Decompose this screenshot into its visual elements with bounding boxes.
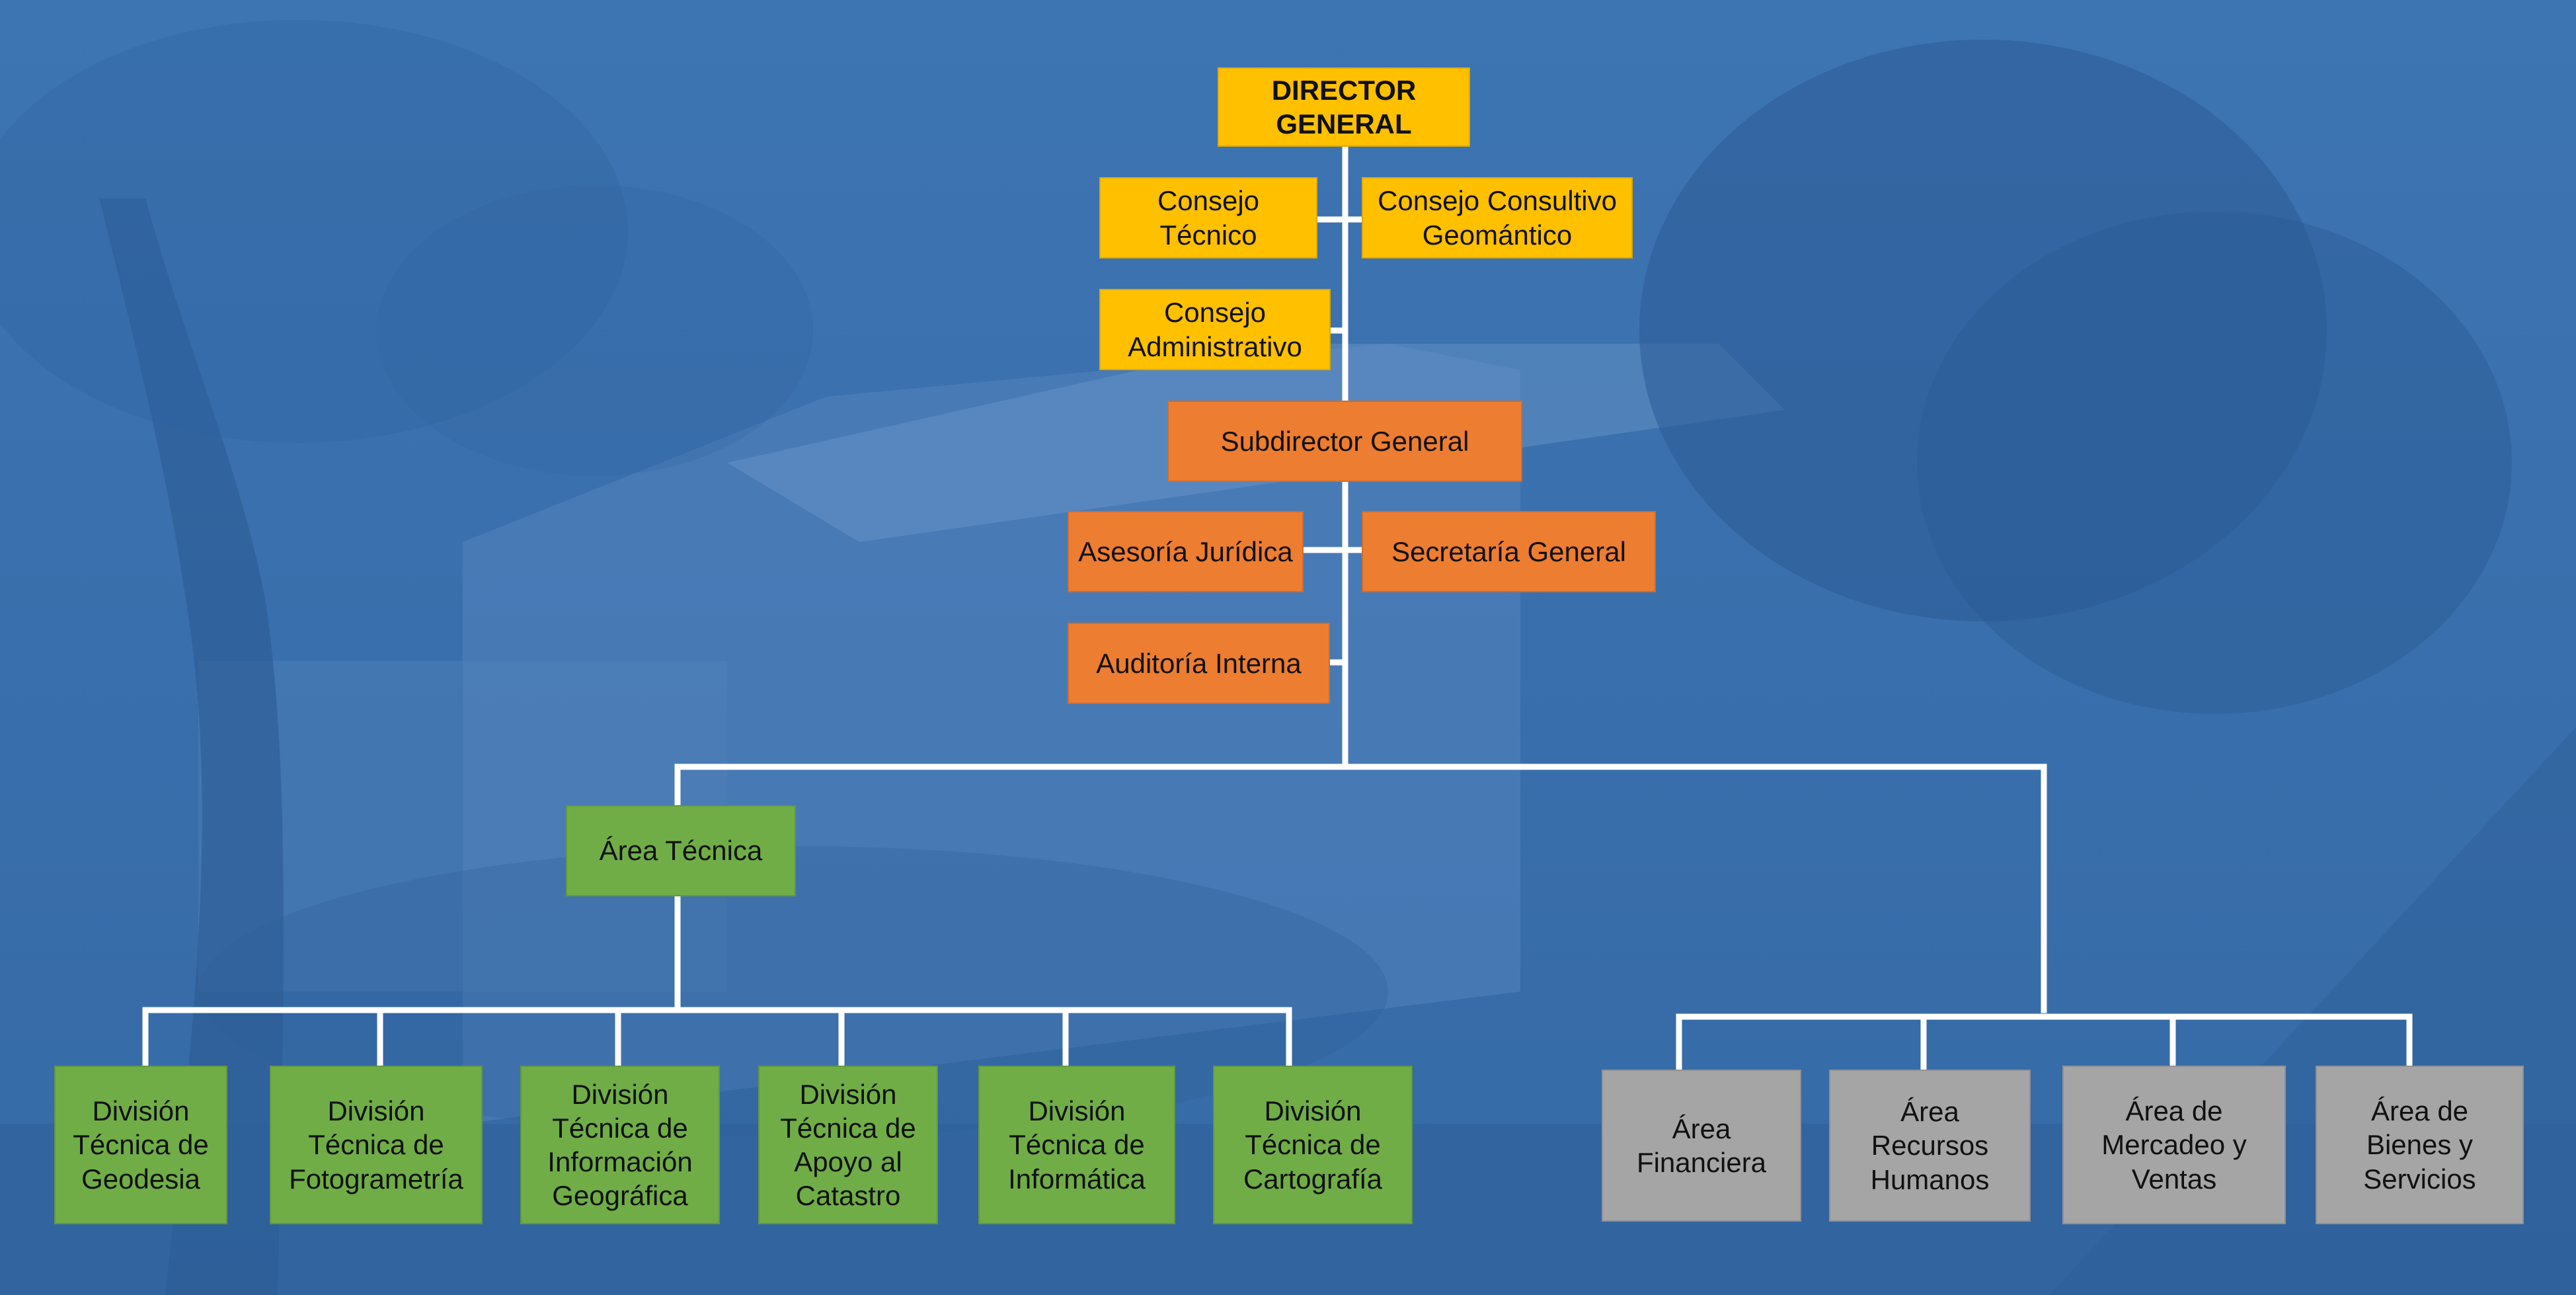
area-bienes-servicios-box: Área de Bienes y Servicios: [2316, 1066, 2524, 1224]
secretaria-general-box: Secretaría General: [1362, 511, 1656, 592]
division-apoyo-catastro-box: División Técnica de Apoyo al Catastro: [758, 1066, 938, 1224]
asesoria-juridica-box: Asesoría Jurídica: [1068, 511, 1304, 592]
division-fotogrametria-box: División Técnica de Fotogrametría: [270, 1066, 483, 1224]
division-informacion-geografica-box: División Técnica de Información Geográfi…: [520, 1066, 720, 1224]
area-tecnica-box: Área Técnica: [566, 805, 796, 896]
area-recursos-humanos-box: Área Recursos Humanos: [1829, 1070, 2031, 1222]
area-mercadeo-ventas-box: Área de Mercadeo y Ventas: [2062, 1066, 2286, 1224]
consejo-consultivo-box: Consejo Consultivo Geomántico: [1362, 177, 1633, 258]
division-informatica-box: División Técnica de Informática: [978, 1066, 1175, 1224]
consejo-tecnico-box: Consejo Técnico: [1099, 177, 1317, 258]
auditoria-interna-box: Auditoría Interna: [1068, 623, 1330, 704]
division-geodesia-box: División Técnica de Geodesia: [54, 1066, 227, 1224]
subdirector-general-box: Subdirector General: [1167, 401, 1522, 482]
area-financiera-box: Área Financiera: [1602, 1070, 1801, 1222]
division-cartografia-box: División Técnica de Cartografía: [1213, 1066, 1413, 1224]
director-general-box: DIRECTOR GENERAL: [1218, 67, 1470, 147]
consejo-administrativo-box: Consejo Administrativo: [1099, 289, 1331, 370]
